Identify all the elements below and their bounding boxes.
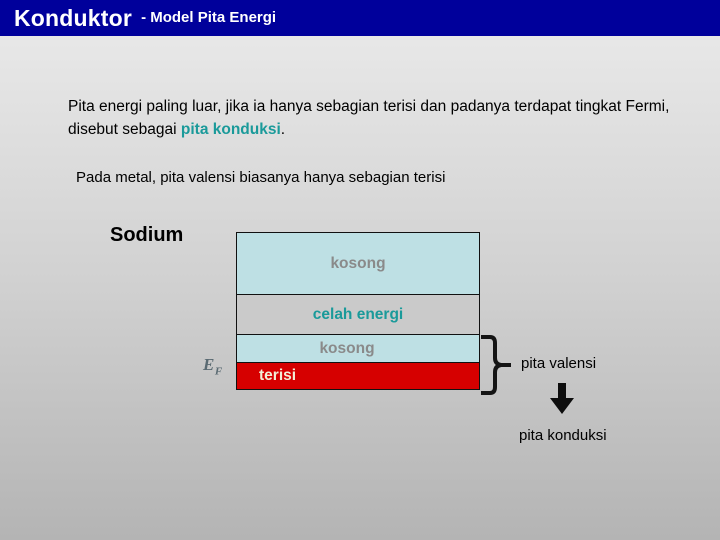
down-arrow-icon xyxy=(548,383,576,415)
curly-brace-icon xyxy=(481,334,511,396)
page-title: Konduktor xyxy=(14,4,133,31)
paragraph-1-text-before: Pita energi paling luar, jika ia hanya s… xyxy=(68,98,670,138)
energy-band-diagram: kosong celah energi kosong terisi xyxy=(236,232,480,390)
label-pita-valensi: pita valensi xyxy=(521,355,597,372)
label-pita-konduksi: pita konduksi xyxy=(519,427,607,444)
paragraph-metal-valence: Pada metal, pita valensi biasanya hanya … xyxy=(76,169,446,186)
band-energy-gap: celah energi xyxy=(237,295,479,335)
band-label-energy-gap: celah energi xyxy=(312,305,404,323)
band-label-empty-lower: kosong xyxy=(319,339,375,357)
band-empty-lower: kosong xyxy=(237,335,479,363)
band-label-empty-upper: kosong xyxy=(330,254,386,272)
fermi-level-label: EF xyxy=(203,355,223,377)
band-filled: terisi xyxy=(237,363,479,389)
title-bar-inner: Konduktor - Model Pita Energi xyxy=(14,0,276,36)
paragraph-1-accent-term: pita konduksi xyxy=(180,121,281,138)
band-empty-upper: kosong xyxy=(237,233,479,295)
slide-title-bar: Konduktor - Model Pita Energi xyxy=(0,0,720,36)
band-label-filled: terisi xyxy=(259,367,297,384)
page-subtitle: - Model Pita Energi xyxy=(141,9,277,26)
fermi-level-symbol: E xyxy=(203,355,215,374)
paragraph-1-text-after: . xyxy=(280,121,286,138)
paragraph-conduction-band: Pita energi paling luar, jika ia hanya s… xyxy=(68,95,680,141)
material-label-sodium: Sodium xyxy=(110,224,184,246)
fermi-level-subscript: F xyxy=(214,365,223,378)
